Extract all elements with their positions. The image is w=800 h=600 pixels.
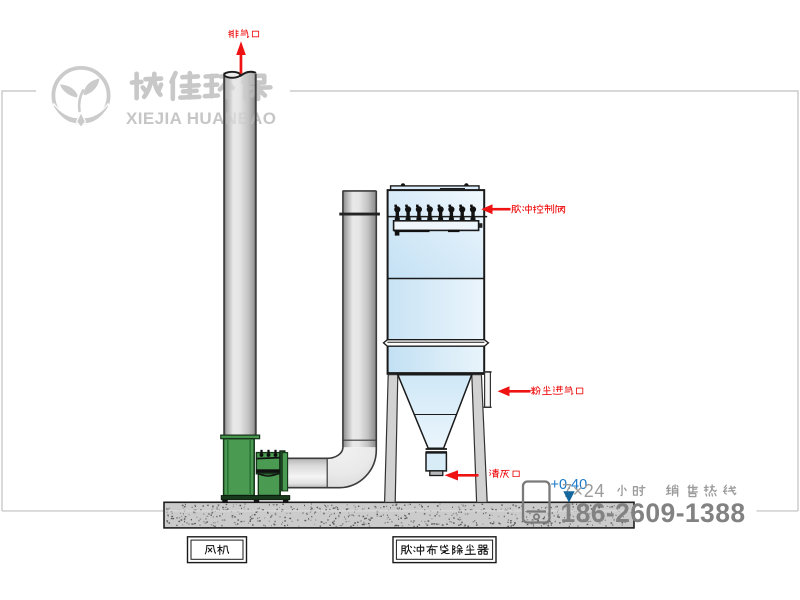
- svg-text:186-2609-1388: 186-2609-1388: [561, 498, 746, 528]
- svg-text:+0.40: +0.40: [551, 477, 588, 493]
- svg-text:7×24: 7×24: [562, 481, 605, 501]
- svg-text:XIEJIA HUANBAO: XIEJIA HUANBAO: [126, 109, 276, 128]
